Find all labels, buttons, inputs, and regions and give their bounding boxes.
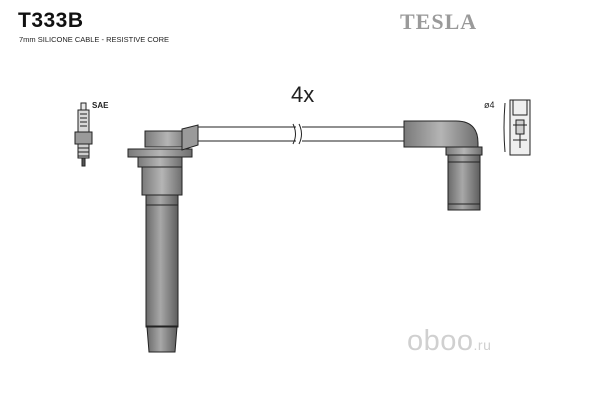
watermark-domain: .ru: [473, 337, 492, 353]
brand-logo: TESLA: [400, 9, 478, 34]
cable-description: 7mm SILICONE CABLE - RESISTIVE CORE: [19, 35, 170, 44]
part-number: T333B: [18, 9, 84, 32]
spark-plug-label: SAE: [92, 101, 109, 110]
quantity-label: 4x: [291, 82, 315, 107]
terminal-connector-icon: [503, 99, 531, 156]
coil-boot: [403, 120, 483, 211]
watermark: oboo.ru: [407, 325, 491, 358]
watermark-main: oboo: [407, 325, 474, 357]
terminal-diameter-label: ø4: [484, 100, 495, 110]
ignition-cable: [198, 123, 404, 145]
spark-plug-icon: [74, 102, 93, 167]
plug-boot: [127, 124, 199, 353]
